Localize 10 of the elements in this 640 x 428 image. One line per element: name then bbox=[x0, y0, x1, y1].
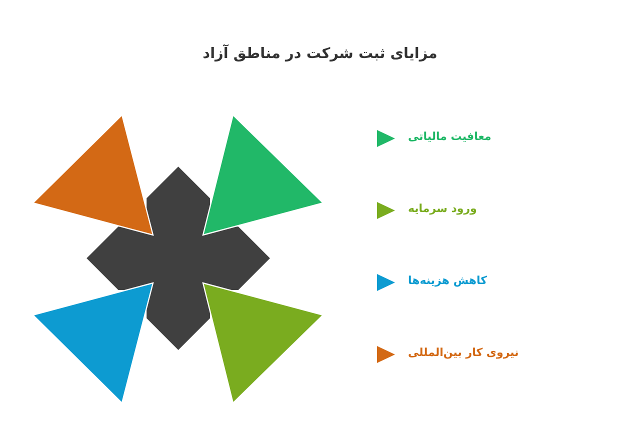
legend-label: معافیت مالیاتی bbox=[408, 130, 492, 144]
cross-shape bbox=[86, 166, 270, 350]
title: مزایای ثبت شرکت در مناطق آزاد bbox=[202, 45, 438, 63]
upper-left-triangle bbox=[32, 114, 154, 236]
legend-label: ورود سرمایه bbox=[408, 202, 477, 216]
legend-label: کاهش هزینه‌ها bbox=[408, 274, 488, 288]
upper-right-triangle bbox=[202, 114, 324, 236]
lower-right-triangle bbox=[202, 282, 324, 404]
lower-left-triangle bbox=[32, 282, 154, 404]
legend-label: نیروی کار بین‌المللی bbox=[408, 346, 519, 360]
